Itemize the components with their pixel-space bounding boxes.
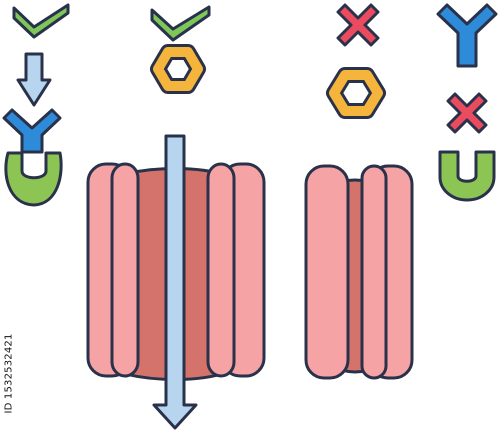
arrow-through-channel [152, 134, 198, 430]
check-icon [150, 5, 211, 42]
hexagon-molecule-icon [150, 44, 206, 94]
channel-wall-right-inner [360, 164, 388, 380]
panel-receptor-binding [2, 3, 70, 207]
cross-icon [446, 92, 488, 134]
panel-receptor-mismatch [436, 3, 498, 202]
y-receptor-icon [436, 3, 498, 68]
panel-closed-channel [304, 3, 414, 380]
stock-id-text: ID 1532532421 [3, 332, 15, 414]
stock-id-watermark: ID 1532532421 [2, 318, 16, 428]
channel-wall-left [304, 164, 350, 380]
arrow-down-icon [16, 52, 52, 107]
channel-wall-right-inner [206, 162, 236, 378]
u-ligand-icon [438, 150, 496, 202]
narrow-channel-pore [304, 164, 414, 380]
y-receptor-icon [2, 108, 62, 154]
hexagon-molecule-icon [326, 67, 386, 119]
open-channel-pore [86, 162, 266, 381]
cup-ligand-icon [4, 151, 63, 207]
panel-open-channel [86, 5, 266, 430]
cross-icon [336, 3, 380, 47]
channel-wall-left-inner [110, 162, 140, 378]
check-icon [12, 3, 70, 39]
